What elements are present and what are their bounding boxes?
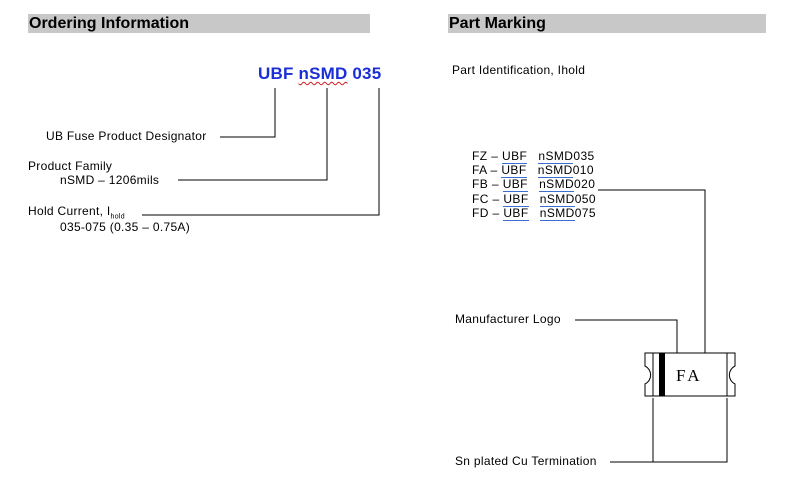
marking-row-prefix: UBF	[502, 149, 528, 164]
marking-row-code: FD	[472, 206, 489, 220]
marking-row-current: 035	[573, 149, 595, 163]
marking-row-current: 050	[574, 192, 596, 206]
marking-header-text: Part Marking	[449, 15, 546, 32]
leader-designator	[220, 88, 276, 138]
ordering-code: UBF nSMD 035	[258, 64, 381, 84]
fuse-drawing	[644, 352, 736, 397]
marking-row-dash: –	[491, 177, 499, 191]
marking-row-code: FZ	[472, 149, 488, 163]
ordering-code-family: nSMD	[298, 64, 348, 83]
marking-row-dash: –	[491, 149, 499, 163]
fuse-marking-text: FA	[676, 366, 703, 385]
marking-row-dash: –	[490, 163, 498, 177]
hold-label: Hold Current, Ihold	[28, 204, 125, 224]
leader-family	[178, 88, 328, 181]
leader-logo	[575, 319, 678, 355]
marking-row-dash: –	[492, 192, 500, 206]
leader-hold	[142, 88, 380, 216]
marking-row-prefix: UBF	[502, 177, 528, 192]
hold-value: 035-075 (0.35 – 0.75A)	[60, 220, 191, 234]
hold-subscript: hold	[110, 213, 125, 221]
marking-row-dash: –	[492, 206, 500, 220]
marking-row-code: FC	[472, 192, 489, 206]
marking-row-family: nSMD	[538, 149, 574, 164]
marking-row-family: nSMD	[539, 177, 575, 192]
marking-row-family: nSMD	[537, 163, 573, 178]
family-value: nSMD – 1206mils	[60, 173, 160, 187]
marking-row-current: 020	[574, 177, 596, 191]
marking-row-current: 075	[574, 206, 596, 220]
marking-row: FC – UBF nSMD050	[472, 192, 596, 207]
manufacturer-logo-bar	[659, 353, 665, 396]
marking-row-prefix: UBF	[501, 163, 527, 178]
marking-row: FZ – UBF nSMD035	[472, 149, 595, 164]
logo-label: Manufacturer Logo	[455, 312, 561, 326]
marking-header: Part Marking	[448, 14, 766, 33]
marking-row-family: nSMD	[539, 206, 575, 221]
marking-row-family: nSMD	[539, 192, 575, 207]
ordering-header: Ordering Information	[28, 14, 370, 33]
marking-row-code: FB	[472, 177, 489, 191]
hold-label-text: Hold Current, I	[28, 204, 111, 218]
marking-row: FD – UBF nSMD075	[472, 206, 596, 221]
marking-row-prefix: UBF	[503, 206, 529, 221]
ordering-code-prefix: UBF	[258, 64, 294, 83]
designator-label: UB Fuse Product Designator	[46, 129, 207, 143]
marking-row: FA – UBF nSMD010	[472, 163, 594, 178]
leader-part-id	[598, 189, 706, 355]
termination-label: Sn plated Cu Termination	[455, 454, 597, 468]
family-label: Product Family	[28, 159, 113, 173]
ordering-header-text: Ordering Information	[29, 15, 189, 32]
part-id-label: Part Identification, Ihold	[452, 63, 586, 77]
marking-row-prefix: UBF	[503, 192, 529, 207]
marking-row-code: FA	[472, 163, 487, 177]
marking-row-current: 010	[572, 163, 594, 177]
leader-termination	[610, 398, 728, 463]
ordering-code-current: 035	[352, 64, 382, 83]
marking-row: FB – UBF nSMD020	[472, 177, 596, 192]
fuse-outline	[644, 352, 736, 397]
